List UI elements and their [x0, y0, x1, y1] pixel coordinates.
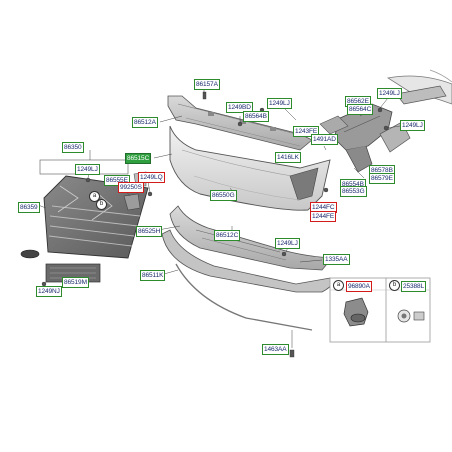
- label-86525H: 86525H: [136, 226, 163, 237]
- label-1249BD: 1249BD: [226, 102, 253, 113]
- label-1463AA: 1463AA: [262, 344, 289, 355]
- label-1249LJ-a: 1249LJ: [267, 98, 292, 109]
- label-99250S: 99250S: [118, 182, 144, 193]
- label-86564B: 86564B: [243, 111, 269, 122]
- label-1249LJ-d: 1249LJ: [75, 164, 100, 175]
- label-1244FE: 1244FE: [310, 211, 337, 222]
- label-1335AA: 1335AA: [323, 254, 350, 265]
- label-25388L: 25388L: [401, 281, 427, 292]
- label-86553G: 86553G: [340, 186, 367, 197]
- label-86579E: 86579E: [369, 173, 395, 184]
- under-strip-part: [175, 263, 313, 331]
- label-1249LQ: 1249LQ: [138, 172, 165, 183]
- lower-bumper-part: [169, 205, 333, 271]
- label-1249LJ-e: 1249LJ: [275, 238, 300, 249]
- label-86511K: 86511K: [140, 270, 166, 281]
- label-86359: 86359: [18, 202, 40, 213]
- label-1249LJ-b: 1249LJ: [377, 88, 402, 99]
- label-86512A: 86512A: [132, 117, 158, 128]
- label-1249LJ-c: 1249LJ: [400, 120, 425, 131]
- inset-callout-a: a: [333, 280, 344, 291]
- label-86519M: 86519M: [62, 277, 89, 288]
- inset-callout-b: b: [389, 280, 400, 291]
- label-1249NJ: 1249NJ: [36, 286, 62, 297]
- label-96890A: 96890A: [346, 281, 372, 292]
- label-1491AD: 1491AD: [311, 134, 338, 145]
- label-86157A: 86157A: [194, 79, 220, 90]
- label-86564C: 86564C: [347, 104, 374, 115]
- callout-a: a: [89, 191, 100, 202]
- grille-bracket-part: [123, 193, 141, 211]
- label-1416LK: 1416LK: [275, 152, 301, 163]
- fender-line-part: [429, 69, 452, 83]
- sensor-bracket-part: [343, 297, 369, 327]
- cap-part: [397, 309, 425, 323]
- label-86512C: 86512C: [214, 230, 241, 241]
- label-86515C: 86515C: [125, 153, 152, 164]
- callout-b: b: [96, 199, 107, 210]
- label-86555E: 86555E: [104, 175, 130, 186]
- front-bumper-cover-part: [169, 125, 331, 211]
- label-86550G: 86550G: [210, 190, 237, 201]
- label-1243FE: 1243FE: [293, 126, 320, 137]
- label-86350: 86350: [62, 142, 84, 153]
